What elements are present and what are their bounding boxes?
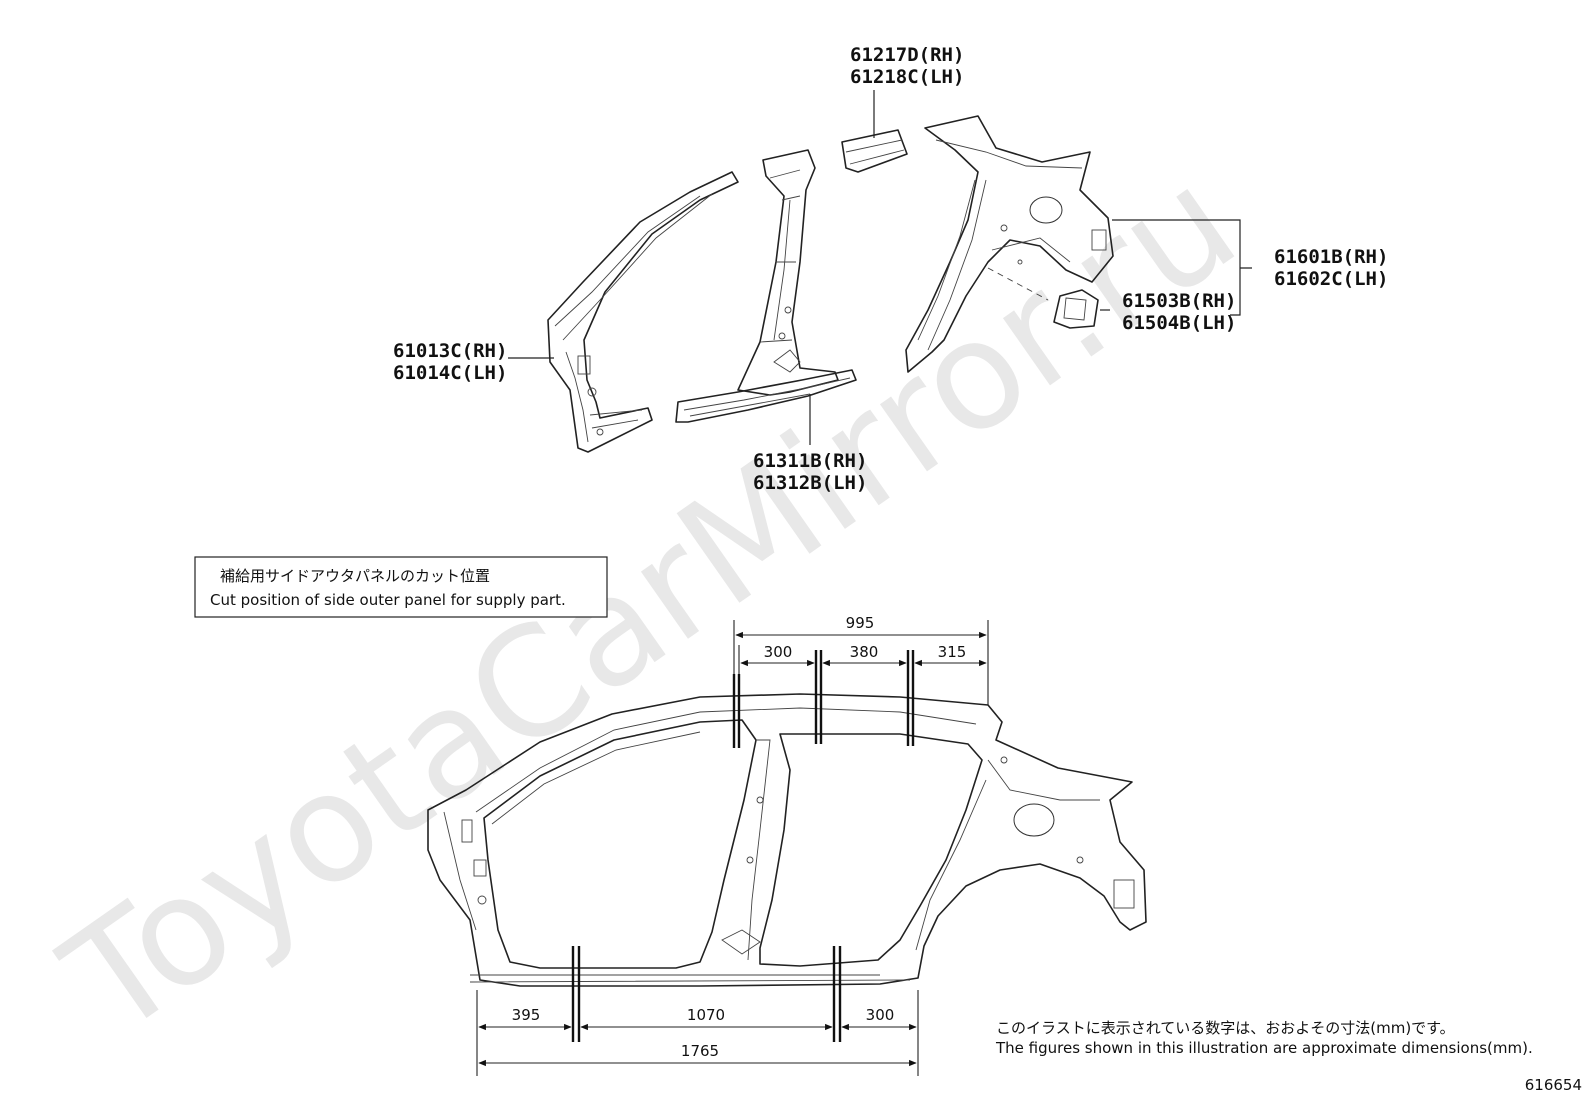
rocker-part-lh: 61312B(LH) (753, 472, 867, 494)
figure-id: 616654 (1525, 1076, 1582, 1094)
dim-bottom-seg2: 1070 (687, 1006, 725, 1024)
dim-bottom-seg3: 300 (866, 1006, 895, 1024)
footnote-ja: このイラストに表示されている数字は、おおよその寸法(mm)です。 (996, 1019, 1455, 1037)
dim-bottom-seg1: 395 (512, 1006, 541, 1024)
dim-top-seg1: 300 (764, 643, 793, 661)
center-pillar-drawing (737, 149, 839, 396)
dim-top-total: 995 (846, 614, 875, 632)
rocker-part-rh: 61311B(RH) (753, 450, 867, 472)
top-dimensions: 995 300 380 315 (735, 614, 987, 667)
front-pillar-part-rh: 61013C(RH) (393, 340, 507, 362)
quarter-panel-part-lh: 61602C(LH) (1274, 268, 1388, 290)
fuel-lid-opening-icon (1013, 803, 1055, 837)
extension-dashed-line (987, 267, 1049, 301)
quarter-extension-part-rh: 61503B(RH) (1122, 290, 1236, 312)
quarter-panel-leader (1112, 219, 1252, 316)
dimension-extension-lines (476, 620, 989, 1076)
roof-rail-drawing (841, 129, 908, 173)
fuel-lid-opening-icon (1029, 196, 1063, 224)
footnote-en: The figures shown in this illustration a… (995, 1039, 1533, 1057)
quarter-panel-part-rh: 61601B(RH) (1274, 246, 1388, 268)
cut-note-en: Cut position of side outer panel for sup… (210, 591, 566, 609)
rocker-drawing (675, 369, 857, 423)
cut-lines (571, 650, 915, 1042)
cut-note-box: 補給用サイドアウタパネルのカット位置 Cut position of side … (194, 556, 608, 618)
quarter-extension-drawing (987, 267, 1099, 329)
roof-rail-part-rh: 61217D(RH) (850, 44, 964, 66)
roof-rail-part-lh: 61218C(LH) (850, 66, 964, 88)
exploded-view: 61217D(RH) 61218C(LH) 61013C(RH) 61014C(… (393, 44, 1388, 494)
dim-top-seg2: 380 (850, 643, 879, 661)
dim-bottom-total: 1765 (681, 1042, 719, 1060)
front-pillar-part-lh: 61014C(LH) (393, 362, 507, 384)
cut-note-ja: 補給用サイドアウタパネルのカット位置 (220, 567, 490, 585)
front-pillar-drawing (547, 171, 739, 453)
quarter-extension-part-lh: 61504B(LH) (1122, 312, 1236, 334)
bottom-dimensions: 395 1070 300 1765 (478, 1006, 917, 1067)
side-outer-assembly (427, 693, 1147, 987)
quarter-panel-drawing (905, 115, 1114, 373)
dim-top-seg3: 315 (938, 643, 967, 661)
